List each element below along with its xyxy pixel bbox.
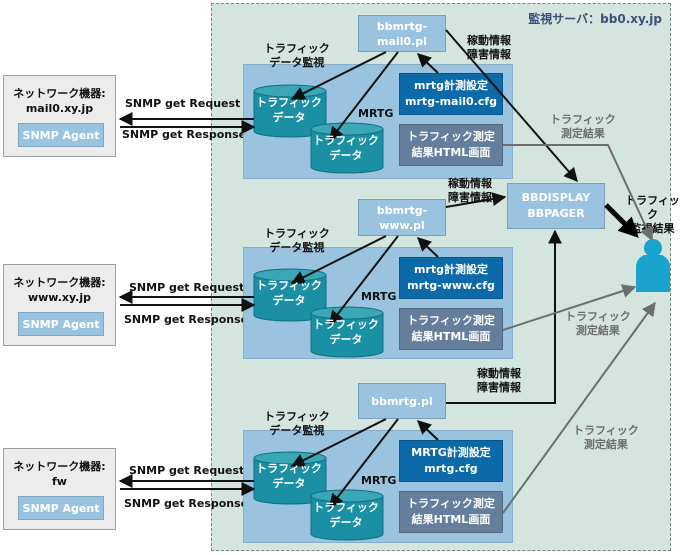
script-bbmrtg-mail0: bbmrtg- mail0.pl xyxy=(358,15,446,52)
traffic-data-cylinder-label: トラフィック データ xyxy=(256,462,322,490)
snmp-request-label: SNMP get Request xyxy=(125,97,241,110)
snmp-response-label: SNMP get Response xyxy=(124,313,249,326)
status-arrow-mail0 xyxy=(445,29,578,183)
device-fw: ネットワーク機器: fw SNMP Agent xyxy=(3,448,116,530)
snmp-request-label: SNMP get Request xyxy=(129,281,245,294)
traffic-html-page: トラフィック測定 結果HTML画面 xyxy=(399,124,503,166)
device-label: ネットワーク機器: mail0.xy.jp xyxy=(13,87,106,115)
snmp-request-label: SNMP get Request xyxy=(129,464,245,477)
status-arrow-fw xyxy=(446,229,562,404)
traffic-monitor-label: トラフィック データ監視 xyxy=(264,227,330,254)
device-www: ネットワーク機器: www.xy.jp SNMP Agent xyxy=(3,264,116,346)
snmp-agent: SNMP Agent xyxy=(18,123,104,147)
server-title: 監視サーバ：bb0.xy.jp xyxy=(528,12,662,26)
bbdisplay-bbpager: BBDISPLAY BBPAGER xyxy=(507,183,605,229)
traffic-result-label: トラフィック 測定結果 xyxy=(565,310,631,337)
config-read-arrow xyxy=(416,420,439,441)
traffic-monitor-label: トラフィック データ監視 xyxy=(264,410,330,437)
traffic-result-label: トラフィック 測定結果 xyxy=(550,113,616,140)
traffic-monitor-arrow xyxy=(290,235,387,284)
traffic-data-cylinder-label: トラフィック データ xyxy=(313,501,379,529)
config-read-arrow xyxy=(416,237,439,258)
traffic-monitor-label: トラフィック データ監視 xyxy=(264,42,330,69)
traffic-data-cylinder-label: トラフィック データ xyxy=(313,318,379,346)
snmp-agent: SNMP Agent xyxy=(18,496,104,520)
device-label: ネットワーク機器: fw xyxy=(13,460,106,488)
mrtg-arrow xyxy=(329,418,399,509)
traffic-data-cylinder-label: トラフィック データ xyxy=(313,134,379,162)
result-line-mail0 xyxy=(503,144,654,242)
traffic-monitor-arrow xyxy=(290,51,387,100)
mrtg-config-fw: MRTG計測設定 mrtg.cfg xyxy=(399,440,503,482)
device-mail0: ネットワーク機器: mail0.xy.jp SNMP Agent xyxy=(3,75,116,157)
mrtg-label: MRTG xyxy=(361,290,397,303)
mrtg-config-mail0: mrtg計測設定 mrtg-mail0.cfg xyxy=(399,73,503,115)
mrtg-config-www: mrtg計測設定 mrtg-www.cfg xyxy=(399,257,503,299)
traffic-data-cylinder xyxy=(310,306,384,358)
status-arrow-www xyxy=(445,192,507,208)
traffic-data-cylinder-label: トラフィック データ xyxy=(256,279,322,307)
traffic-data-cylinder xyxy=(253,84,327,138)
snmp-agent: SNMP Agent xyxy=(18,312,104,336)
monitor-result-arrow xyxy=(604,203,639,238)
traffic-html-page: トラフィック測定 結果HTML画面 xyxy=(399,308,503,350)
config-read-arrow xyxy=(416,53,439,74)
traffic-data-cylinder xyxy=(310,122,384,174)
status-info-label: 稼動情報 障害情報 xyxy=(467,34,511,61)
status-info-label: 稼動情報 障害情報 xyxy=(477,367,521,394)
result-line-www xyxy=(502,284,637,331)
traffic-data-cylinder xyxy=(253,268,327,322)
mrtg-arrow xyxy=(329,51,399,142)
traffic-html-page: トラフィック測定 結果HTML画面 xyxy=(399,491,503,533)
snmp-response-label: SNMP get Response xyxy=(122,128,247,141)
traffic-result-label: トラフィック 測定結果 xyxy=(573,424,639,451)
snmp-response-label: SNMP get Response xyxy=(124,497,249,510)
traffic-data-cylinder xyxy=(253,451,327,505)
result-line-fw xyxy=(502,301,656,514)
mrtg-label: MRTG xyxy=(358,107,394,120)
mrtg-label: MRTG xyxy=(361,474,397,487)
device-label: ネットワーク機器: www.xy.jp xyxy=(13,276,106,304)
user-icon xyxy=(636,239,670,292)
traffic-monitor-arrow xyxy=(290,418,387,467)
script-bbmrtg: bbmrtg.pl xyxy=(358,383,446,419)
traffic-data-cylinder-label: トラフィック データ xyxy=(256,96,322,124)
script-bbmrtg-www: bbmrtg- www.pl xyxy=(358,199,446,236)
mrtg-arrow xyxy=(329,235,399,326)
traffic-data-cylinder xyxy=(310,489,384,541)
